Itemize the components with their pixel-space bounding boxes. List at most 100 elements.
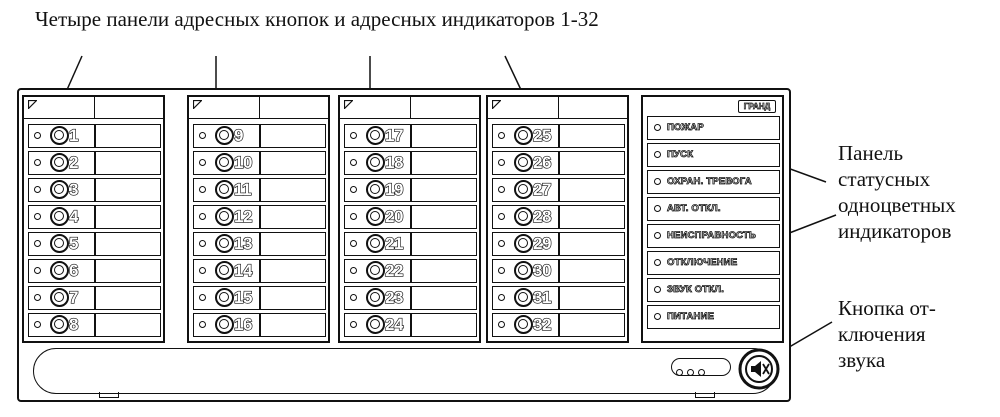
address-led-icon xyxy=(350,132,357,139)
address-button[interactable] xyxy=(50,261,69,280)
row-divider xyxy=(94,151,96,175)
corner-mark-icon xyxy=(492,100,501,109)
address-button[interactable] xyxy=(50,180,69,199)
address-led-icon xyxy=(498,186,505,193)
address-led-icon xyxy=(199,186,206,193)
address-button[interactable] xyxy=(514,207,533,226)
address-button[interactable] xyxy=(514,288,533,307)
address-button[interactable] xyxy=(50,288,69,307)
row-divider xyxy=(94,124,96,148)
address-led-icon xyxy=(350,159,357,166)
status-row: ОХРАН. ТРЕВОГА xyxy=(647,170,780,194)
status-row: НЕИСПРАВНОСТЬ xyxy=(647,224,780,248)
address-number: 20 xyxy=(384,206,404,226)
status-row: ПИТАНИЕ xyxy=(647,305,780,329)
address-button[interactable] xyxy=(366,180,385,199)
address-number: 10 xyxy=(233,152,253,172)
address-row: 3 xyxy=(28,178,161,202)
address-button[interactable] xyxy=(215,180,234,199)
address-button[interactable] xyxy=(514,315,533,334)
address-row: 21 xyxy=(344,232,477,256)
address-led-icon xyxy=(498,321,505,328)
caption-status-panel: Панель статусных одноцветных индикаторов xyxy=(838,140,956,244)
address-button[interactable] xyxy=(50,207,69,226)
address-led-icon xyxy=(34,294,41,301)
address-row: 4 xyxy=(28,205,161,229)
address-led-icon xyxy=(199,159,206,166)
address-button[interactable] xyxy=(366,261,385,280)
address-button[interactable] xyxy=(514,126,533,145)
lower-front-panel xyxy=(33,348,776,394)
address-number: 15 xyxy=(233,287,253,307)
address-button[interactable] xyxy=(366,207,385,226)
address-button[interactable] xyxy=(215,153,234,172)
address-row: 20 xyxy=(344,205,477,229)
address-led-icon xyxy=(34,267,41,274)
status-row: ПОЖАР xyxy=(647,116,780,140)
status-label: НЕИСПРАВНОСТЬ xyxy=(667,230,757,242)
address-button[interactable] xyxy=(215,207,234,226)
address-row: 6 xyxy=(28,259,161,283)
address-button[interactable] xyxy=(366,234,385,253)
row-divider xyxy=(410,286,412,310)
address-led-icon xyxy=(199,132,206,139)
address-number: 6 xyxy=(68,260,79,280)
row-divider xyxy=(558,313,560,337)
address-row: 25 xyxy=(492,124,625,148)
address-row: 8 xyxy=(28,313,161,337)
address-number: 22 xyxy=(384,260,404,280)
status-label: ЗВУК ОТКЛ. xyxy=(667,284,725,296)
address-number: 17 xyxy=(384,125,404,145)
row-divider xyxy=(259,178,261,202)
corner-mark-icon xyxy=(344,100,353,109)
address-number: 19 xyxy=(384,179,404,199)
address-button[interactable] xyxy=(366,288,385,307)
address-button[interactable] xyxy=(514,180,533,199)
row-divider xyxy=(94,178,96,202)
address-led-icon xyxy=(34,159,41,166)
address-led-icon xyxy=(34,240,41,247)
caption-mute-line-2: ключения xyxy=(838,322,926,346)
row-divider xyxy=(259,259,261,283)
leader-panel-4 xyxy=(504,55,523,93)
address-button[interactable] xyxy=(215,234,234,253)
panel-header xyxy=(340,97,479,119)
address-led-icon xyxy=(498,213,505,220)
status-panel-header: ГРАНД xyxy=(643,97,782,115)
address-row: 5 xyxy=(28,232,161,256)
address-button[interactable] xyxy=(50,126,69,145)
address-button[interactable] xyxy=(366,315,385,334)
address-button[interactable] xyxy=(514,153,533,172)
panel-header xyxy=(488,97,627,119)
panel-strip xyxy=(384,97,411,118)
address-row: 23 xyxy=(344,286,477,310)
address-button[interactable] xyxy=(215,261,234,280)
panel-strip xyxy=(532,97,559,118)
address-row: 13 xyxy=(193,232,326,256)
address-led-icon xyxy=(498,159,505,166)
address-led-icon xyxy=(350,267,357,274)
address-button[interactable] xyxy=(366,153,385,172)
address-button[interactable] xyxy=(514,261,533,280)
address-led-icon xyxy=(498,294,505,301)
row-divider xyxy=(558,232,560,256)
address-button[interactable] xyxy=(50,234,69,253)
address-number: 11 xyxy=(233,179,252,199)
status-label: ОТКЛЮЧЕНИЕ xyxy=(667,257,738,269)
status-row: АВТ. ОТКЛ. xyxy=(647,197,780,221)
address-button[interactable] xyxy=(366,126,385,145)
address-button[interactable] xyxy=(50,153,69,172)
address-button[interactable] xyxy=(215,315,234,334)
address-button[interactable] xyxy=(514,234,533,253)
address-led-icon xyxy=(498,240,505,247)
address-button[interactable] xyxy=(215,126,234,145)
panel-header xyxy=(189,97,328,119)
status-led-icon xyxy=(654,313,661,320)
address-row: 14 xyxy=(193,259,326,283)
address-button[interactable] xyxy=(215,288,234,307)
address-button[interactable] xyxy=(50,315,69,334)
status-row: ОТКЛЮЧЕНИЕ xyxy=(647,251,780,275)
address-number: 26 xyxy=(532,152,552,172)
mute-sound-button[interactable] xyxy=(738,348,780,390)
